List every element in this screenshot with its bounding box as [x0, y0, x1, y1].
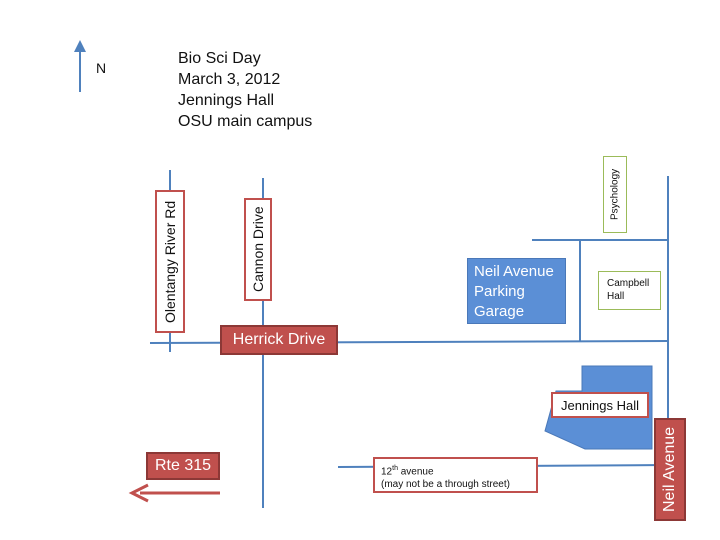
- neil-label: Neil Avenue: [654, 418, 686, 521]
- rte315-arrow-head-icon: [128, 483, 149, 503]
- olentangy-label: Olentangy River Rd: [155, 190, 185, 333]
- psychology-label: Psychology: [603, 156, 627, 233]
- cannon-label: Cannon Drive: [244, 198, 272, 301]
- event-venue: Jennings Hall: [178, 92, 275, 109]
- rte315-label: Rte 315: [146, 452, 220, 480]
- event-date: March 3, 2012: [178, 71, 281, 88]
- campbell-hall-label: Campbell Hall: [598, 271, 661, 310]
- north-arrow-head-icon: [74, 40, 86, 52]
- jennings-hall-label: Jennings Hall: [551, 392, 649, 418]
- herrick-label: Herrick Drive: [220, 325, 338, 355]
- event-name: Bio Sci Day: [178, 50, 261, 67]
- parking-garage: Neil Avenue Parking Garage: [467, 258, 566, 324]
- map-title-block: Bio Sci Day March 3, 2012 Jennings Hall …: [178, 48, 312, 132]
- twelfth-avenue-label: 12th avenue (may not be a through street…: [373, 457, 538, 493]
- event-campus: OSU main campus: [178, 113, 313, 130]
- north-label: N: [96, 60, 107, 76]
